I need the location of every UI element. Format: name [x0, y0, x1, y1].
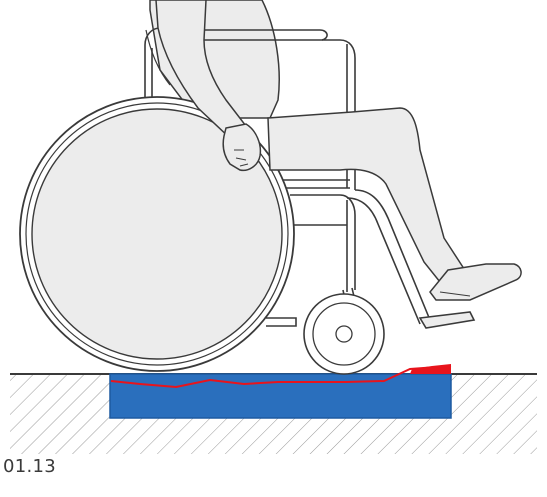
mat-lip-wedge: [410, 364, 451, 374]
figure-number-label: 01.13: [3, 458, 56, 476]
caster-wheel: [304, 294, 384, 374]
mat-body: [110, 374, 451, 418]
person-leg: [268, 108, 521, 300]
threshold-mat: [110, 364, 451, 418]
hand: [223, 124, 260, 170]
wheelchair-illustration: [0, 0, 547, 455]
